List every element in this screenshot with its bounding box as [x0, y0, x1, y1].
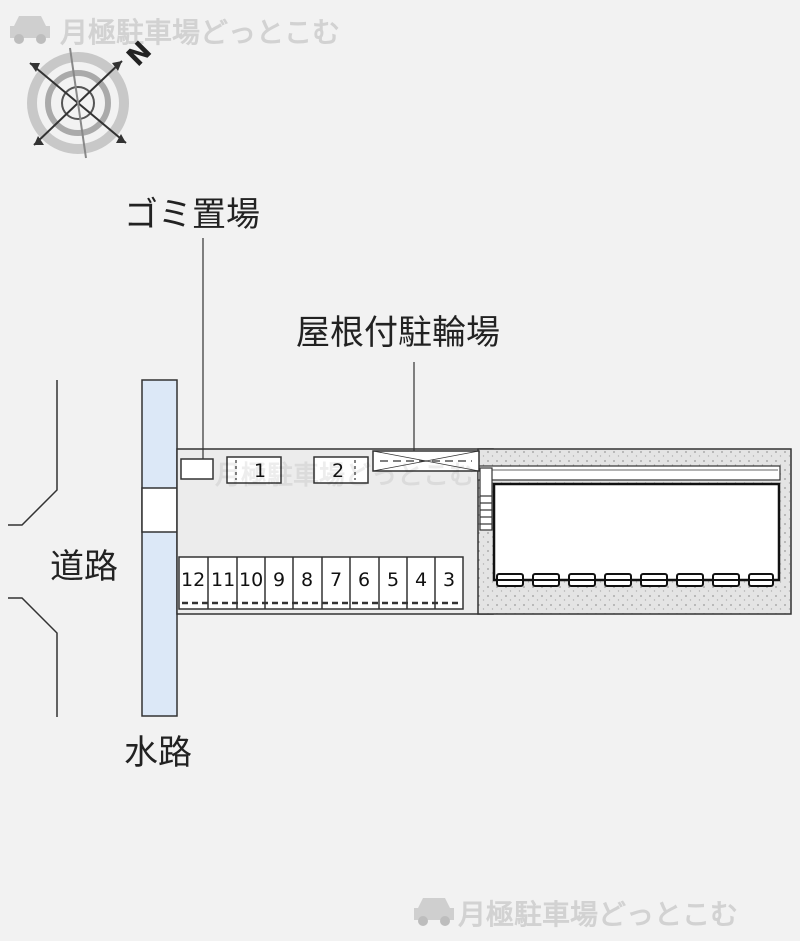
space-number: 11	[211, 569, 235, 591]
compass-rose-icon	[27, 47, 129, 159]
garbage-area-label: ゴミ置場	[124, 195, 260, 235]
space-number: 10	[239, 569, 263, 591]
space-number: 3	[443, 569, 455, 591]
space-number: 5	[387, 569, 399, 591]
waterway	[141, 379, 178, 717]
watermark-text: 月極駐車場どっとこむ	[59, 16, 340, 49]
road-edge	[8, 380, 58, 717]
building-area	[477, 448, 792, 615]
waterway-label: 水路	[124, 733, 192, 773]
space-number: 6	[358, 569, 370, 591]
space-number: 2	[332, 460, 344, 482]
parking-row: 12 11 10 9 8 7 6 5 4 3	[178, 556, 464, 610]
stairs	[479, 467, 493, 531]
bicycle-parking-label: 屋根付駐輪場	[296, 313, 500, 353]
car-icon	[414, 898, 454, 926]
garbage-area	[180, 458, 214, 480]
space-number: 7	[330, 569, 342, 591]
space-number: 4	[415, 569, 427, 591]
space-number: 9	[273, 569, 285, 591]
watermark-text: 月極駐車場どっとこむ	[214, 461, 475, 491]
space-number: 12	[181, 569, 205, 591]
bicycle-parking	[372, 362, 480, 472]
watermark-text: 月極駐車場どっとこむ	[457, 898, 738, 931]
space-number: 8	[301, 569, 313, 591]
watermark-bottom: 月極駐車場どっとこむ	[414, 898, 738, 931]
parking-space-1: 1	[226, 456, 282, 484]
road-label: 道路	[50, 547, 118, 587]
car-icon	[10, 16, 50, 44]
watermark-top: 月極駐車場どっとこむ	[10, 16, 340, 49]
parking-space-2: 2	[313, 456, 369, 484]
space-number: 1	[254, 460, 266, 482]
building	[492, 482, 781, 582]
